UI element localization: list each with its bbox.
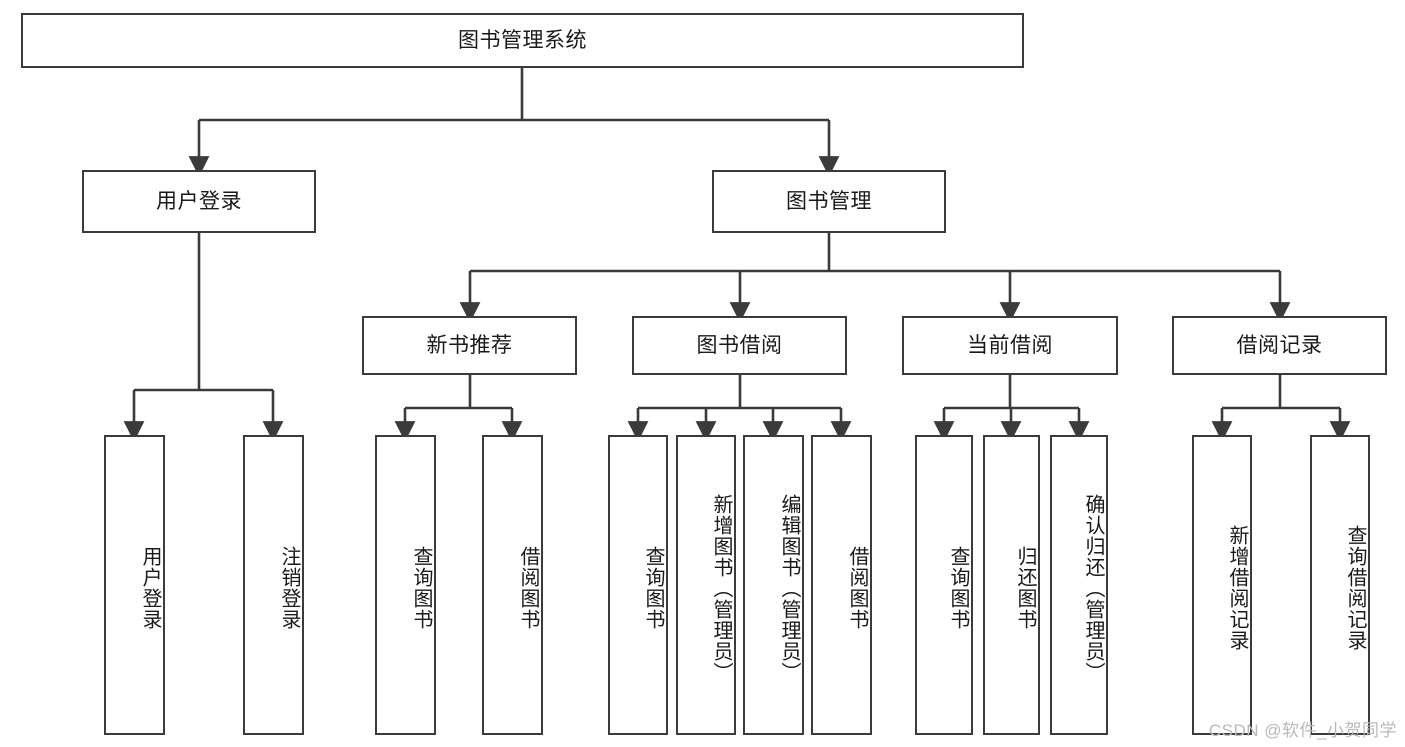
node-book-management[interactable]: 图书管理 xyxy=(712,170,946,233)
node-label: 当前借阅 xyxy=(967,333,1053,357)
node-label: 借阅图书 xyxy=(846,546,868,630)
node-label: 确认归还（管理员） xyxy=(1082,493,1104,683)
edge-newbook-to-leaves xyxy=(394,375,523,442)
edge-userlogin-to-leaves xyxy=(123,233,284,442)
leaf-add-book-admin[interactable]: 新增图书（管理员） xyxy=(676,435,736,735)
leaf-add-borrow-record[interactable]: 新增借阅记录 xyxy=(1192,435,1252,735)
edge-current-to-leaves xyxy=(933,375,1090,442)
leaf-edit-book-admin[interactable]: 编辑图书（管理员） xyxy=(743,435,804,735)
leaf-query-book-newbook[interactable]: 查询图书 xyxy=(375,435,436,735)
leaf-user-login[interactable]: 用户登录 xyxy=(104,435,165,735)
node-label: 图书管理 xyxy=(786,189,872,213)
node-root[interactable]: 图书管理系统 xyxy=(21,13,1024,68)
edge-record-to-leaves xyxy=(1211,375,1351,442)
node-label: 借阅记录 xyxy=(1236,333,1323,357)
leaf-logout[interactable]: 注销登录 xyxy=(243,435,304,735)
node-label: 图书借阅 xyxy=(696,333,783,357)
leaf-query-book-current[interactable]: 查询图书 xyxy=(915,435,973,735)
leaf-query-borrow-record[interactable]: 查询借阅记录 xyxy=(1310,435,1370,735)
leaf-confirm-return-admin[interactable]: 确认归还（管理员） xyxy=(1050,435,1108,735)
node-new-book-recommend[interactable]: 新书推荐 xyxy=(362,316,577,375)
leaf-borrow-book[interactable]: 借阅图书 xyxy=(811,435,872,735)
node-label: 新书推荐 xyxy=(426,333,513,357)
node-label: 归还图书 xyxy=(1014,546,1036,630)
csdn-watermark: CSDN @软件_小贺同学 xyxy=(1208,721,1397,740)
node-label: 编辑图书（管理员） xyxy=(778,493,800,683)
edge-bookmgmt-to-level3 xyxy=(459,233,1291,323)
node-borrow-record[interactable]: 借阅记录 xyxy=(1172,316,1387,375)
node-label: 借阅图书 xyxy=(517,546,539,630)
node-label: 查询借阅记录 xyxy=(1344,525,1366,651)
node-label: 注销登录 xyxy=(278,546,300,630)
leaf-borrow-book-newbook[interactable]: 借阅图书 xyxy=(482,435,543,735)
node-label: 新增借阅记录 xyxy=(1226,525,1248,651)
node-label: 查询图书 xyxy=(642,546,664,630)
node-user-login[interactable]: 用户登录 xyxy=(82,170,316,233)
node-book-borrow[interactable]: 图书借阅 xyxy=(632,316,847,375)
leaf-return-book[interactable]: 归还图书 xyxy=(983,435,1040,735)
node-label: 查询图书 xyxy=(410,546,432,630)
leaf-query-book-borrow[interactable]: 查询图书 xyxy=(608,435,668,735)
edge-borrow-to-leaves xyxy=(627,375,852,442)
node-label: 用户登录 xyxy=(139,546,161,630)
edge-root-to-level2 xyxy=(188,68,840,177)
node-label: 用户登录 xyxy=(156,189,242,213)
node-label: 图书管理系统 xyxy=(458,28,587,52)
node-label: 新增图书（管理员） xyxy=(710,493,732,683)
node-label: 查询图书 xyxy=(947,546,969,630)
node-current-borrow[interactable]: 当前借阅 xyxy=(902,316,1118,375)
